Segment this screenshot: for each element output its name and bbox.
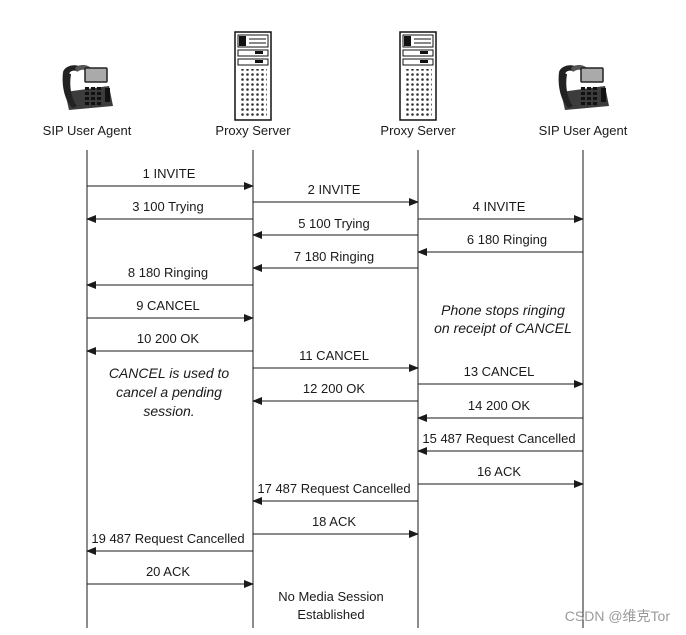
entity-label: Proxy Server <box>215 123 291 138</box>
message-label: 18 ACK <box>312 514 356 529</box>
annotation-note: cancel a pending <box>116 384 222 400</box>
annotation-note: on receipt of CANCEL <box>434 320 572 336</box>
message-label: 13 CANCEL <box>464 364 535 379</box>
watermark: CSDN @维克Tor <box>565 608 671 624</box>
message-label: 12 200 OK <box>303 381 365 396</box>
message-label: 7 180 Ringing <box>294 249 374 264</box>
annotation-note: Established <box>297 607 364 622</box>
entity-label: SIP User Agent <box>539 123 628 138</box>
server-icon <box>399 31 437 121</box>
entity-label: Proxy Server <box>380 123 456 138</box>
message-label: 20 ACK <box>146 564 190 579</box>
entity-label: SIP User Agent <box>43 123 132 138</box>
message-label: 1 INVITE <box>143 166 196 181</box>
annotation-note: No Media Session <box>278 589 384 604</box>
message-label: 17 487 Request Cancelled <box>257 481 410 496</box>
message-label: 10 200 OK <box>137 331 199 346</box>
message-label: 9 CANCEL <box>136 298 200 313</box>
server-icon <box>234 31 272 121</box>
message-label: 19 487 Request Cancelled <box>91 531 244 546</box>
message-label: 2 INVITE <box>308 182 361 197</box>
message-label: 14 200 OK <box>468 398 530 413</box>
message-label: 15 487 Request Cancelled <box>422 431 575 446</box>
phone-icon <box>558 65 609 110</box>
message-label: 3 100 Trying <box>132 199 204 214</box>
annotation-note: Phone stops ringing <box>441 302 565 318</box>
message-label: 5 100 Trying <box>298 216 370 231</box>
message-label: 6 180 Ringing <box>467 232 547 247</box>
message-label: 8 180 Ringing <box>128 265 208 280</box>
message-label: 4 INVITE <box>473 199 526 214</box>
annotation-note: CANCEL is used to <box>109 365 230 381</box>
phone-icon <box>62 65 113 110</box>
annotation-note: session. <box>143 403 194 419</box>
message-label: 16 ACK <box>477 464 521 479</box>
message-label: 11 CANCEL <box>299 348 369 363</box>
